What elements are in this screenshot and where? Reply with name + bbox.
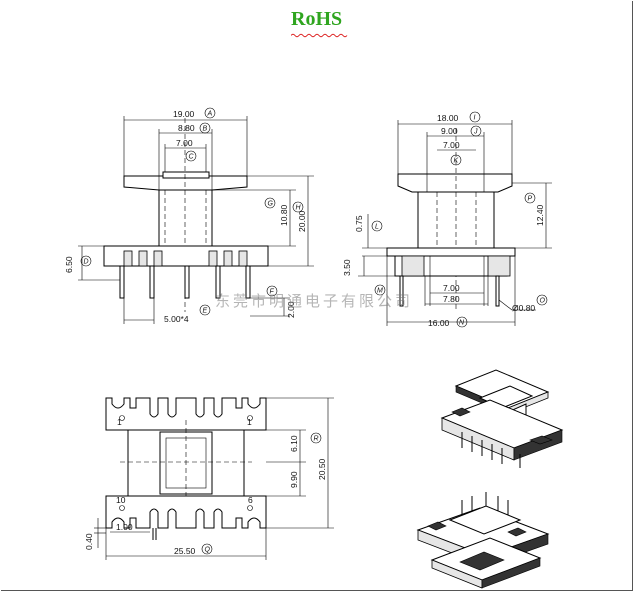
rohs-underline bbox=[291, 33, 348, 38]
dim-i-value: 18.00 bbox=[437, 113, 459, 123]
dim-i-tag: I bbox=[474, 115, 476, 122]
dim-r1-value: 6.10 bbox=[289, 435, 299, 452]
dim-f-value: 2.00 bbox=[286, 301, 296, 318]
pin-top-left: 1 bbox=[117, 417, 122, 427]
dim-s-value: 1.00 bbox=[116, 522, 133, 532]
front-view: 19.00 A 8.80 B 7.00 C 10.80 bbox=[64, 107, 314, 324]
dim-g-tag: G bbox=[268, 201, 274, 208]
dim-n-value: 16.00 bbox=[428, 318, 450, 328]
dim-c-value: 7.00 bbox=[176, 138, 193, 148]
pin-top-right: 1 bbox=[247, 417, 252, 427]
dim-h-value: 20.00 bbox=[297, 210, 307, 232]
dim-h-tag: H bbox=[296, 205, 302, 212]
dim-l-tag: L bbox=[375, 224, 379, 231]
dim-d-value: 6.50 bbox=[64, 256, 74, 273]
dim-l-value: 0.75 bbox=[354, 215, 364, 232]
side-view: 18.00 I 9.00 J 7.00 K 12.40 P bbox=[342, 111, 552, 328]
dim-b-tag: B bbox=[203, 126, 208, 133]
dim-t-value: 0.40 bbox=[84, 533, 94, 550]
dim-a-value: 19.00 bbox=[173, 109, 195, 119]
dim-e-value: 5.00*4 bbox=[164, 314, 189, 324]
dim-o-value: Ø0.80 bbox=[512, 303, 535, 313]
dim-d-tag: D bbox=[84, 259, 89, 266]
rohs-title: RoHS bbox=[291, 8, 343, 30]
dim-k-value: 7.00 bbox=[443, 140, 460, 150]
top-view: 1 1 10 6 6.10 9.90 bbox=[84, 397, 334, 560]
dim-f-tag: F bbox=[270, 289, 275, 296]
dim-m-value: 3.50 bbox=[342, 259, 352, 276]
dim-r-tag: R bbox=[314, 436, 319, 443]
dim-j-tag: J bbox=[473, 129, 478, 136]
dim-outer-value: 7.80 bbox=[443, 294, 460, 304]
dim-c-tag: C bbox=[189, 154, 195, 161]
pin-bottom-left: 10 bbox=[116, 495, 126, 505]
dim-r2-value: 9.90 bbox=[289, 471, 299, 488]
dim-p-tag: P bbox=[528, 196, 533, 203]
dim-r-value: 20.50 bbox=[317, 458, 327, 480]
dim-b-value: 8.80 bbox=[178, 123, 195, 133]
dim-p-value: 12.40 bbox=[535, 204, 545, 226]
pin-bottom-right: 6 bbox=[248, 495, 253, 505]
dim-k-tag: K bbox=[454, 158, 459, 165]
dim-g-value: 10.80 bbox=[279, 204, 289, 226]
dim-e-tag: E bbox=[203, 308, 208, 315]
isometric-view-bottom bbox=[416, 492, 550, 589]
dim-q-tag: Q bbox=[205, 547, 211, 554]
dim-j-value: 9.00 bbox=[441, 126, 458, 136]
dim-m-tag: M bbox=[377, 288, 383, 295]
dim-n-tag: N bbox=[459, 320, 465, 327]
dim-q-value: 25.50 bbox=[174, 546, 196, 556]
company-watermark: 东莞市明通电子有限公司 bbox=[215, 292, 414, 310]
dim-a-tag: A bbox=[207, 111, 213, 118]
isometric-view-top bbox=[440, 369, 564, 468]
dim-inner-value: 7.00 bbox=[443, 283, 460, 293]
dim-o-tag: O bbox=[540, 298, 546, 305]
